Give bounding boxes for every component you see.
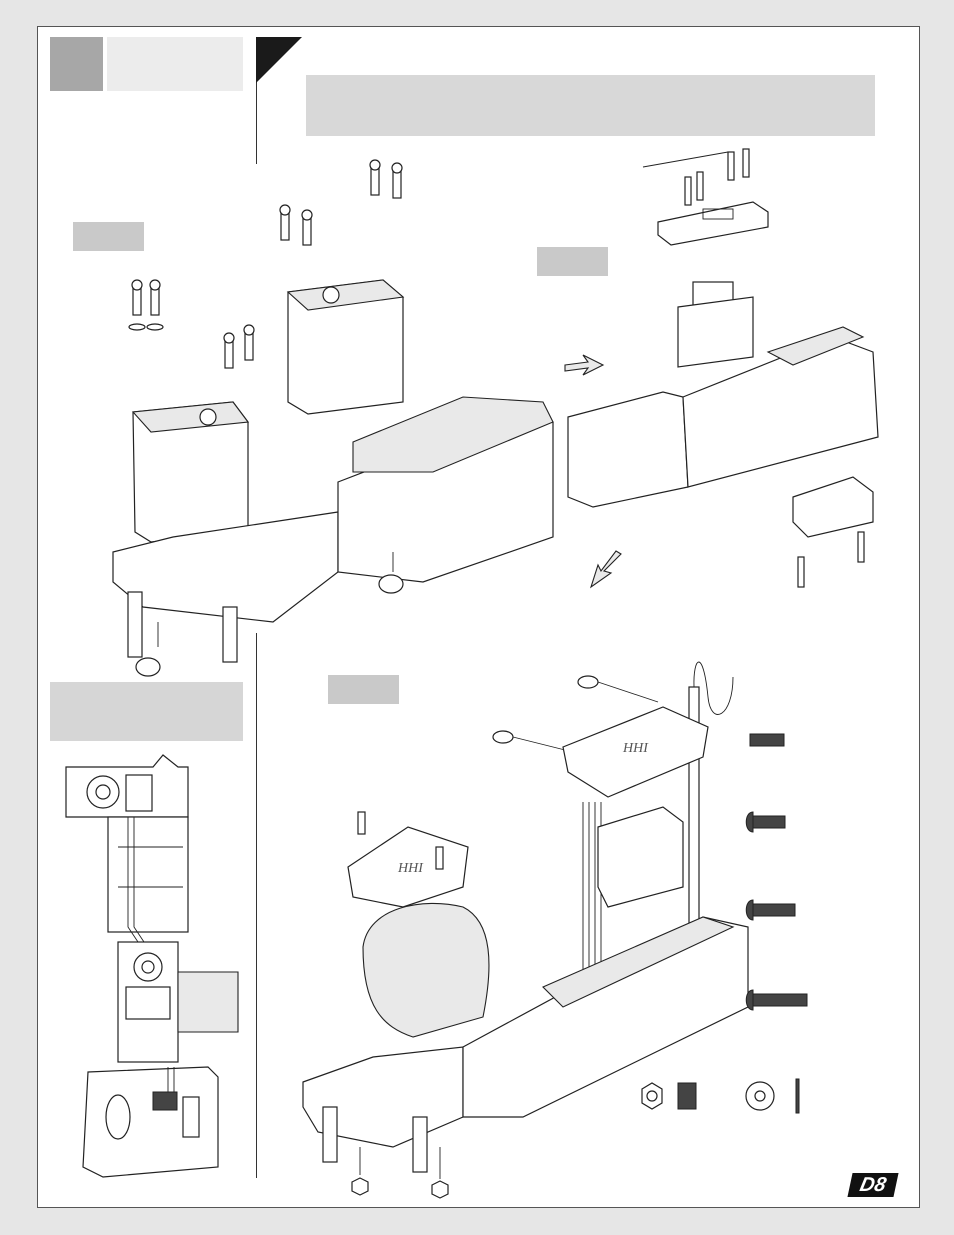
washer-icon bbox=[745, 1078, 800, 1114]
set-screw-icon bbox=[749, 733, 785, 747]
lock-nut-left bbox=[351, 1177, 369, 1196]
body-clip-lower bbox=[492, 730, 574, 753]
receiver-housing bbox=[567, 326, 879, 508]
mount-bracket-right bbox=[378, 574, 404, 594]
receiver-wires bbox=[582, 802, 684, 987]
main-chassis bbox=[302, 916, 749, 1173]
wiring-middle-section bbox=[107, 816, 189, 933]
brand-logo: D8 bbox=[847, 1173, 899, 1197]
lock-nut-right bbox=[431, 1180, 449, 1199]
divider-line-top bbox=[256, 37, 257, 164]
mount-bracket-left bbox=[135, 657, 161, 677]
svg-text:HHI: HHI bbox=[622, 741, 649, 756]
cover-screws bbox=[684, 148, 750, 206]
wiring-harness bbox=[127, 817, 175, 1092]
divider-line-bottom bbox=[256, 633, 257, 1178]
final-assembly-diagram: HHI HHI bbox=[302, 661, 749, 1199]
step-title-box bbox=[107, 37, 243, 91]
long-button-head-screw-icon bbox=[745, 989, 808, 1011]
servo-right bbox=[286, 279, 405, 415]
receiver-unit bbox=[677, 281, 754, 368]
wiring-top-plate bbox=[65, 754, 189, 818]
chassis-tray bbox=[112, 396, 554, 663]
label-box-c bbox=[328, 675, 399, 704]
instruction-banner bbox=[306, 75, 875, 136]
servo-left bbox=[131, 401, 250, 543]
flow-arrow-right bbox=[564, 354, 605, 376]
battery-pack bbox=[362, 902, 490, 1038]
note-box bbox=[50, 682, 243, 741]
label-box-a bbox=[73, 222, 144, 251]
label-box-b bbox=[537, 247, 608, 276]
battery-cover-small bbox=[792, 476, 874, 538]
short-button-head-screw-icon bbox=[745, 811, 786, 833]
wiring-layout-diagram bbox=[65, 754, 239, 1178]
medium-button-head-screw-icon bbox=[745, 899, 796, 921]
receiver-box-diagram bbox=[564, 148, 879, 588]
servo-cover: HHI bbox=[347, 826, 469, 908]
screw-group-mid bbox=[223, 159, 403, 369]
body-clip-upper bbox=[577, 675, 659, 703]
receiver-box-lid: HHI bbox=[562, 706, 709, 798]
receiver-cover-plate bbox=[657, 201, 769, 246]
lock-nut-icon bbox=[641, 1082, 697, 1110]
screw-group-left bbox=[128, 279, 164, 331]
manual-page: HHI HHI bbox=[37, 26, 920, 1208]
step-number-box bbox=[50, 37, 103, 91]
svg-text:HHI: HHI bbox=[397, 861, 424, 876]
hardware-legend bbox=[641, 733, 808, 1114]
wiring-receiver-box bbox=[82, 1066, 219, 1178]
corner-triangle bbox=[256, 37, 302, 83]
servo-mount-diagram bbox=[112, 159, 554, 677]
wiring-lower-servo bbox=[117, 941, 239, 1063]
flow-arrow-down bbox=[589, 550, 622, 589]
